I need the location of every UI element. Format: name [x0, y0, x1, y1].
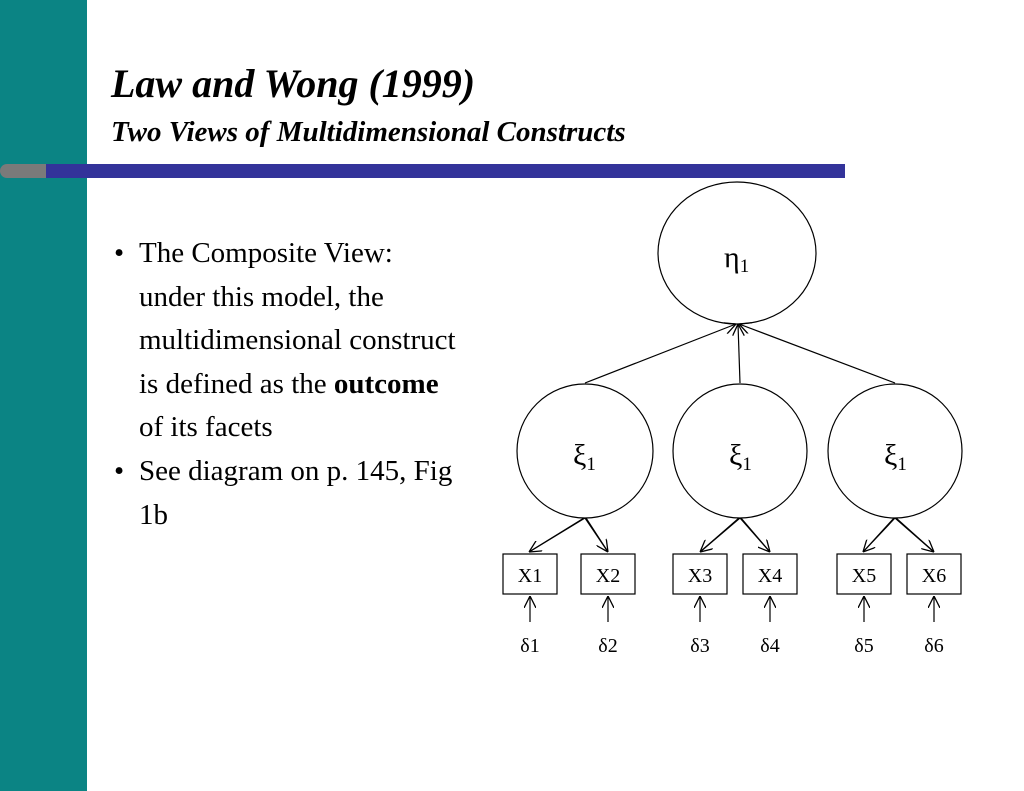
bullet-emphasis: outcome	[333, 367, 439, 400]
indicator-label-x4: X4	[758, 565, 782, 587]
slide-title: Law and Wong (1999)	[111, 61, 476, 106]
slide-subtitle: Two Views of Multidimensional Constructs	[111, 116, 626, 148]
facet-label-2: ξ1	[729, 439, 752, 475]
indicator-box-x2	[580, 553, 636, 595]
indicator-box-x1	[502, 553, 558, 595]
indicator-label-x1: X1	[518, 565, 542, 587]
arrowhead-facet2-x4	[739, 517, 770, 552]
arrow-facet3-to-eta	[739, 324, 896, 384]
arrow-facet1-to-eta	[584, 324, 736, 384]
arrowhead-facet3-x6	[894, 517, 934, 552]
bullet-list: • The Composite View: under this model, t…	[114, 232, 459, 537]
indicator-label-x6: X6	[922, 565, 946, 587]
bullet-item-see-diagram: • See diagram on p. 145, Fig 1b	[114, 450, 459, 537]
bullet-dot: •	[114, 454, 125, 487]
side-band	[0, 0, 87, 791]
error-label-delta4: δ4	[760, 635, 779, 657]
bullet-text: See diagram on p. 145, Fig 1b	[139, 454, 453, 531]
arrowhead-facet3-x5	[863, 517, 896, 552]
arrowhead-facet1-x1	[529, 517, 586, 552]
error-label-delta1: δ1	[520, 635, 539, 657]
title-rule	[46, 164, 845, 178]
arrow-facet2-to-eta	[738, 324, 740, 384]
bullet-text-end: of its facets	[139, 411, 273, 444]
bullet-dot: •	[114, 237, 125, 269]
composite-model-diagram: η1 ξ1 ξ1 ξ1 X1 X2 X3 X4 X5 X6 δ1 δ2	[502, 181, 963, 657]
indicator-label-x5: X5	[852, 565, 876, 587]
indicator-label-x3: X3	[688, 565, 712, 587]
indicator-label-x2: X2	[596, 565, 620, 587]
eta-symbol: η	[724, 241, 740, 274]
arrowhead-facet1-x2	[584, 517, 608, 552]
indicator-box-x6	[906, 553, 962, 595]
error-label-delta5: δ5	[854, 635, 873, 657]
facet-label-3: ξ1	[884, 439, 907, 475]
eta-subscript: 1	[740, 256, 750, 277]
bullet-item-composite-view: • The Composite View: under this model, t…	[114, 232, 459, 450]
error-label-delta3: δ3	[690, 635, 709, 657]
indicator-box-x4	[742, 553, 798, 595]
error-label-delta2: δ2	[598, 635, 617, 657]
facet-label-1: ξ1	[573, 439, 596, 475]
bullet-text: The Composite View: under this model, th…	[139, 237, 456, 400]
error-label-delta6: δ6	[924, 635, 943, 657]
title-rule-cap	[0, 164, 46, 178]
eta-factor-label: η1	[724, 241, 749, 277]
arrowhead-facet2-x3	[700, 517, 741, 552]
indicator-box-x5	[836, 553, 892, 595]
indicator-box-x3	[672, 553, 728, 595]
